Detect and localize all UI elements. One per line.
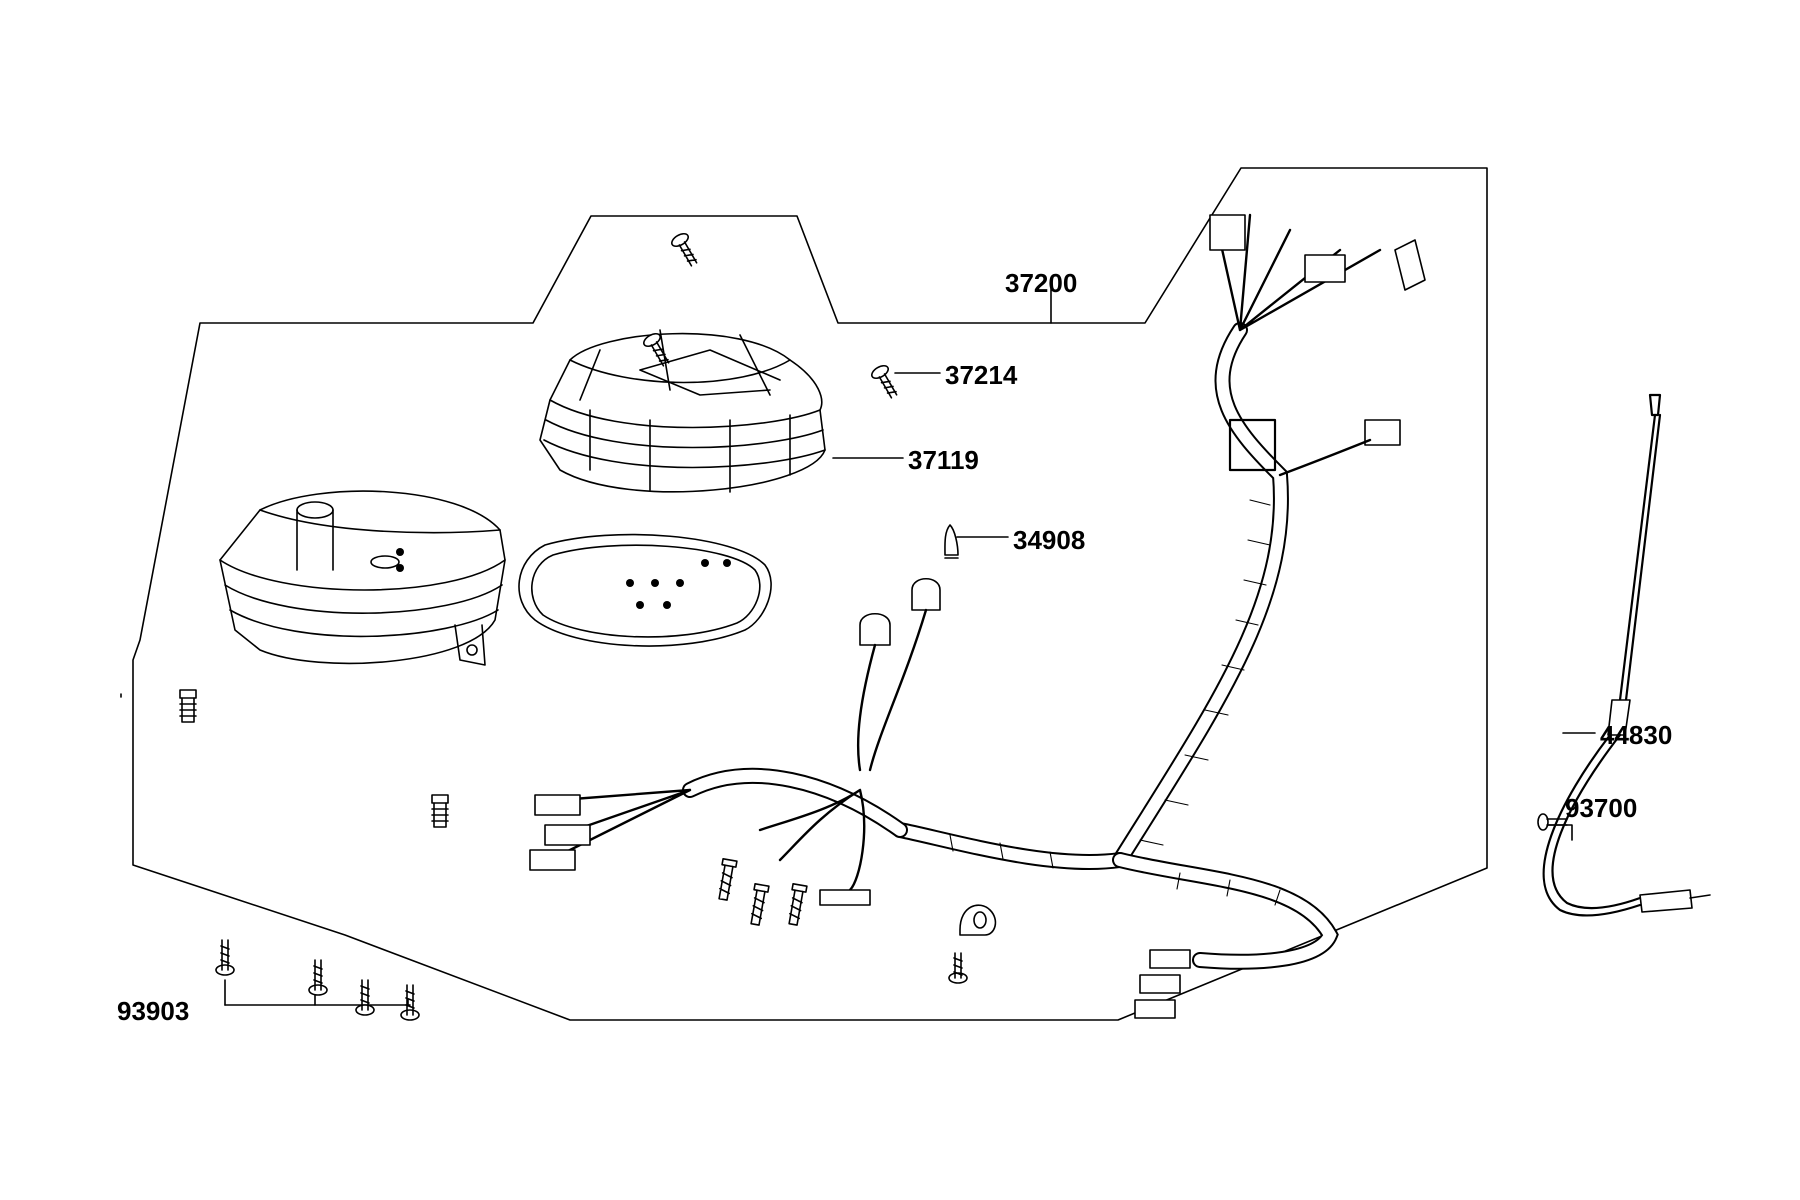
- callout-34908: 34908: [1013, 525, 1086, 555]
- callout-93700: 93700: [1565, 793, 1638, 823]
- group-boundary: [132, 167, 1488, 1021]
- meter-cover: [539, 329, 826, 493]
- screw-93700: [1537, 813, 1568, 831]
- screw-top: [671, 232, 698, 267]
- screws-93903: [215, 939, 420, 1021]
- callout-93903: 93903: [117, 996, 190, 1026]
- harness-bolts: [718, 857, 808, 926]
- harness-clamp: [959, 904, 997, 936]
- grommet-left-2: [431, 794, 449, 828]
- screw-cover: [643, 332, 670, 367]
- callout-37214: 37214: [945, 360, 1018, 390]
- callout-37200: 37200: [1005, 268, 1078, 298]
- screw-37214: [871, 364, 898, 399]
- meter-case: [219, 490, 506, 666]
- callout-44830: 44830: [1600, 720, 1673, 750]
- leader-lines: [224, 277, 1596, 1011]
- wiring-harness: [529, 213, 1426, 1019]
- clamp-screw: [948, 952, 968, 984]
- callout-37119: 37119: [908, 445, 979, 475]
- speedometer-cable: [1542, 393, 1711, 917]
- gasket: [518, 533, 772, 647]
- grommet-left-1: [179, 689, 197, 723]
- bulb-34908: [944, 524, 959, 559]
